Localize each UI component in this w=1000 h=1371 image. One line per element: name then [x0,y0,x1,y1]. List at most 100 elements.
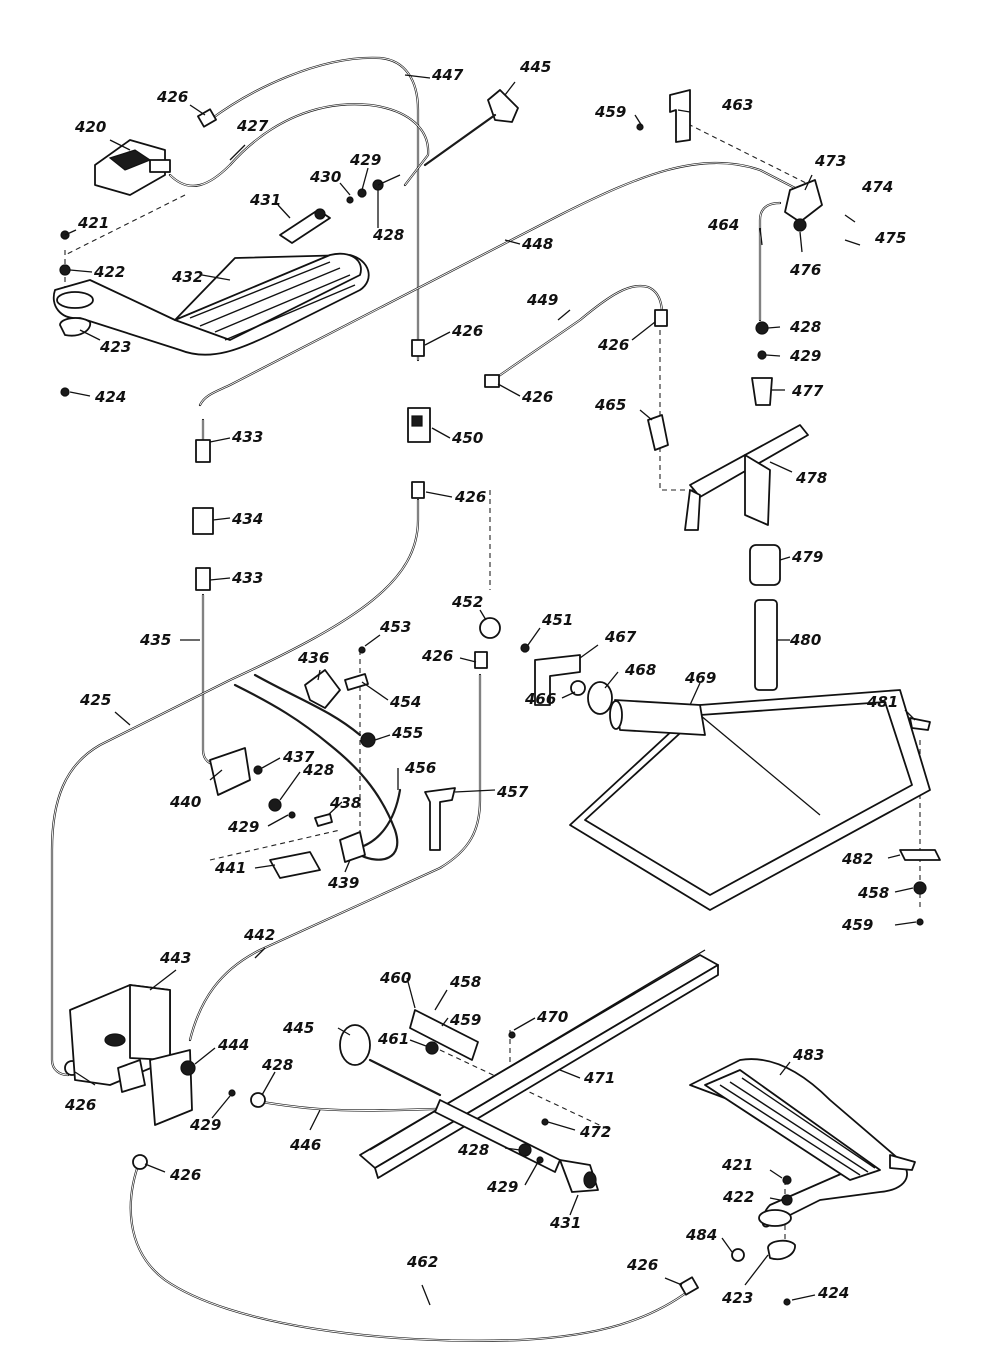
bracket-440 [209,747,251,796]
washer-429-right [757,350,767,360]
label-426-a: 426 [156,88,188,106]
tube-480 [754,599,778,691]
label-459-right: 459 [841,916,873,934]
label-421-upper: 421 [77,214,109,232]
orifice-484 [731,1248,745,1262]
label-428-a: 428 [372,226,404,244]
label-457: 457 [496,783,529,801]
tube-449 [488,284,664,384]
label-455: 455 [391,724,423,742]
leader-lines [64,74,917,1306]
label-458-right: 458 [857,884,889,902]
switch-436 [304,669,341,709]
label-440: 440 [169,793,201,811]
label-426-e: 426 [454,488,486,506]
label-466: 466 [524,690,556,708]
bracket-460 [409,1009,479,1061]
label-431-upper: 431 [249,191,281,209]
label-428-lower: 428 [457,1141,489,1159]
washer-429-lower [536,1156,544,1164]
washer-422-lower [781,1194,793,1206]
tube-442 [188,673,482,1042]
nut-428-lower-left [250,1092,266,1108]
label-432: 432 [171,268,203,286]
label-450: 450 [451,429,483,447]
gasket-468 [587,681,613,715]
label-452: 452 [451,593,483,611]
screw-424-upper [60,387,70,397]
label-474: 474 [861,178,893,196]
label-459-top: 459 [594,103,626,121]
label-465: 465 [594,396,626,414]
label-463: 463 [721,96,753,114]
label-475: 475 [874,229,906,247]
valve-420 [94,139,171,196]
label-422-upper: 422 [93,263,125,281]
label-458-lower: 458 [449,973,481,991]
tube-464 [758,201,782,322]
screw-459-right [916,918,924,926]
screw-470 [508,1031,516,1039]
label-428-mid: 428 [302,761,334,779]
nut-434 [192,507,214,535]
label-431-lower: 431 [549,1214,581,1232]
label-484: 484 [685,1226,717,1244]
label-478: 478 [795,469,827,487]
parts [52,89,941,1306]
screw-461 [425,1041,439,1055]
label-451: 451 [541,611,573,629]
label-435: 435 [139,631,171,649]
nut-428-lower [518,1143,532,1157]
clip-482 [899,849,941,861]
label-421-lower: 421 [721,1156,753,1174]
label-422-lower: 422 [722,1188,754,1206]
label-426-h: 426 [169,1166,201,1184]
tube-435 [201,418,220,767]
nut-458-right [913,881,927,895]
label-447: 447 [431,66,464,84]
screw-424-lower [783,1298,791,1306]
label-426-b: 426 [451,322,483,340]
label-428-lower-left: 428 [261,1056,293,1074]
washer-466 [570,680,586,696]
fittings-426 [64,108,699,1296]
thermocouple-439 [339,831,366,863]
label-430: 430 [309,168,341,186]
shield-441 [269,851,321,879]
screw-451 [520,643,530,653]
label-476: 476 [789,261,821,279]
label-425: 425 [79,691,111,709]
label-428-right: 428 [789,318,821,336]
label-442: 442 [243,926,275,944]
label-441: 441 [214,859,246,877]
label-443: 443 [159,949,191,967]
label-470: 470 [536,1008,568,1026]
coupling-479 [749,544,781,586]
label-481: 481 [866,693,898,711]
igniter-457 [424,787,456,851]
label-423-upper: 423 [99,338,131,356]
label-473: 473 [814,152,846,170]
label-479: 479 [791,548,823,566]
label-460: 460 [379,969,411,987]
label-445-lower: 445 [282,1019,314,1037]
bracket-467 [534,654,581,706]
label-483: 483 [792,1046,824,1064]
rail-471 [359,949,719,1179]
thermostat-445-upper [423,89,519,167]
label-462: 462 [406,1253,438,1271]
label-437: 437 [282,748,315,766]
tubing [50,56,797,1342]
label-449: 449 [526,291,558,309]
orifice-431-lower [559,1159,599,1193]
wire-436 [233,683,399,861]
label-426-c: 426 [597,336,629,354]
valve-473 [784,179,861,246]
valve-465 [647,414,669,451]
fitting-433-bottom [195,567,211,591]
burner-483 [689,1058,916,1228]
burner-432 [52,252,370,356]
label-433-top: 433 [231,428,263,446]
clip-423-lower [767,1239,796,1260]
burner-box-469 [569,689,931,911]
